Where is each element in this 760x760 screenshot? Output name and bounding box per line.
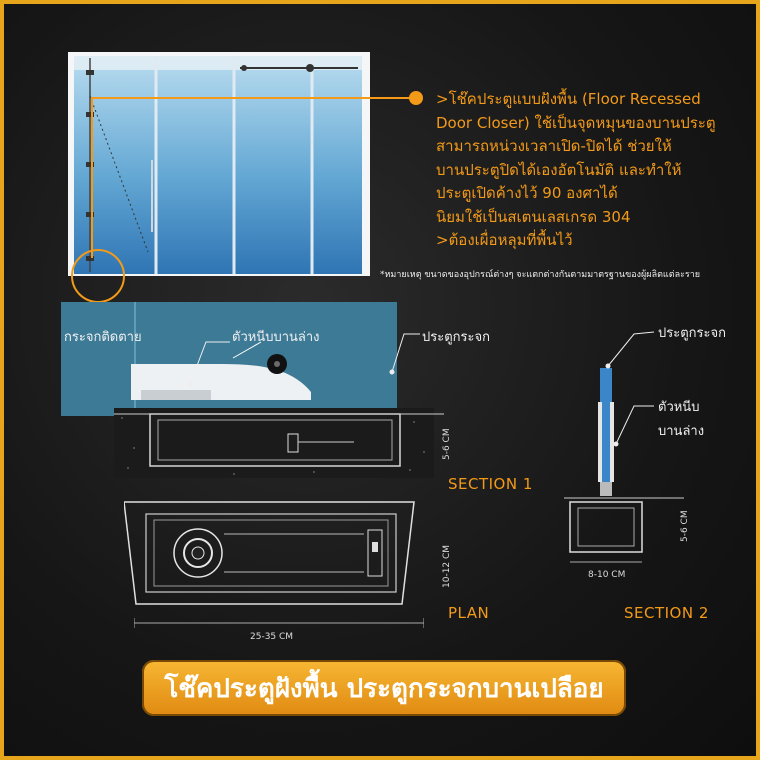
plan-length-line bbox=[134, 618, 424, 628]
title-banner: โช๊คประตูฝังพื้น ประตูกระจกบานเปลือย bbox=[142, 660, 626, 716]
callout-line: นิยมใช้เป็นสเตนเลสเกรด 304 bbox=[436, 207, 631, 226]
dim-section2-depth: 5-6 CM bbox=[680, 510, 690, 542]
label-clamp-line2: บานล่าง bbox=[658, 424, 705, 439]
title-section1: SECTION 1 bbox=[448, 475, 533, 493]
glass-door-photo bbox=[68, 52, 370, 276]
callout-line: >โช๊คประตูแบบฝังพื้น (Floor Recessed bbox=[436, 90, 701, 108]
section1-drawing bbox=[114, 408, 444, 478]
label-clamp-line1: ตัวหนีบ bbox=[658, 400, 700, 415]
dim-plan-length: 25-35 CM bbox=[250, 632, 294, 642]
label-glass-door-2: ประตูกระจก bbox=[658, 326, 726, 341]
dim-section2-width: 8-10 CM bbox=[588, 570, 626, 580]
footnote: *หมายเหตุ ขนาดของอุปกรณ์ต่างๆ จะแตกต่างก… bbox=[380, 270, 701, 280]
label-glass-door-1: ประตูกระจก bbox=[422, 330, 490, 345]
dim-section1-depth: 5-6 CM bbox=[442, 428, 452, 460]
callout-text: >โช๊คประตูแบบฝังพื้น (Floor Recessed Doo… bbox=[436, 88, 756, 253]
section2-drawing bbox=[564, 368, 684, 563]
dim-plan-width: 10-12 CM bbox=[442, 544, 452, 588]
plan-drawing bbox=[124, 501, 415, 605]
callout-line: Door Closer) ใช้เป็นจุดหมุนของบานประตู bbox=[436, 113, 716, 132]
callout-line: >ต้องเผื่อหลุมที่พื้นไว้ bbox=[436, 231, 573, 249]
title-section2: SECTION 2 bbox=[624, 604, 709, 622]
callout-line: บานประตูปิดได้เองอัตโนมัติ และทำให้ bbox=[436, 160, 682, 179]
callout-line: สามารถหน่วงเวลาเปิด-ปิดได้ ช่วยให้ bbox=[436, 137, 672, 155]
callout-line: ประตูเปิดค้างไว้ 90 องศาได้ bbox=[436, 184, 618, 202]
label-fixed-glass: กระจกติดตาย bbox=[64, 330, 142, 345]
callout-leader bbox=[71, 91, 423, 303]
glass-panel-photo bbox=[61, 302, 397, 416]
label-bottom-clamp: ตัวหนีบบานล่าง bbox=[232, 330, 320, 345]
title-plan: PLAN bbox=[448, 604, 490, 622]
